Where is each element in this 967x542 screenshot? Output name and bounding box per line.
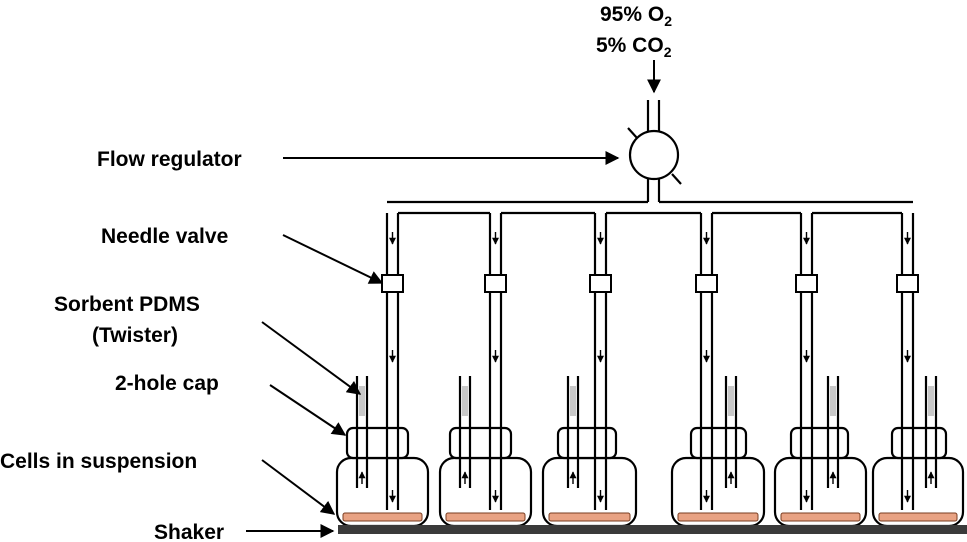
two-hole-cap <box>789 426 850 460</box>
cell-suspension <box>445 512 526 522</box>
label-flow-regulator: Flow regulator <box>97 148 242 171</box>
gas-line-co2: 5% CO2 <box>596 34 672 60</box>
sorbent-pdms-stir-bar <box>728 386 734 416</box>
cell-suspension <box>342 512 423 522</box>
two-hole-cap <box>345 426 410 460</box>
cell-suspension <box>548 512 631 522</box>
sorbent-pdms-stir-bar <box>830 386 836 416</box>
sorbent-pointer <box>261 321 362 395</box>
label-shaker: Shaker <box>154 521 224 542</box>
culture-unit <box>773 213 868 528</box>
sorbent-pdms-stir-bar <box>928 386 934 416</box>
culture-unit <box>871 213 965 528</box>
culture-unit <box>670 213 766 528</box>
culture-unit <box>438 213 533 528</box>
cell-suspension <box>677 512 759 522</box>
label-twister: (Twister) <box>92 324 178 347</box>
needle-valve <box>896 274 919 293</box>
gas-manifold <box>387 200 913 215</box>
sorbent-pdms-stir-bar <box>359 386 365 416</box>
label-cells-in-suspension: Cells in suspension <box>0 450 197 473</box>
needle-valve <box>695 274 718 293</box>
needle-valve <box>589 274 612 293</box>
two-hole-cap <box>448 426 513 460</box>
label-needle-valve: Needle valve <box>101 225 228 248</box>
label-two-hole-cap: 2-hole cap <box>115 372 219 395</box>
culture-unit <box>335 213 430 528</box>
two-hole-cap <box>890 426 948 460</box>
shaker-platform <box>338 525 967 534</box>
two-hole-cap <box>556 426 618 460</box>
flow-regulator-symbol <box>628 129 680 181</box>
cells-pointer <box>261 459 336 515</box>
cap-pointer <box>269 384 347 436</box>
needle-valve <box>381 274 404 293</box>
needle-valve-pointer <box>282 234 384 284</box>
cell-suspension <box>878 512 958 522</box>
sorbent-pdms-stir-bar <box>570 386 576 416</box>
label-sorbent-pdms: Sorbent PDMS <box>54 293 200 316</box>
culture-unit <box>541 213 638 528</box>
needle-valve <box>795 274 818 293</box>
gas-line-oxygen: 95% O2 <box>600 3 672 29</box>
cell-suspension <box>780 512 861 522</box>
sorbent-pdms-stir-bar <box>462 386 468 416</box>
culture-units <box>335 213 965 528</box>
two-hole-cap <box>689 426 748 460</box>
needle-valve <box>484 274 507 293</box>
